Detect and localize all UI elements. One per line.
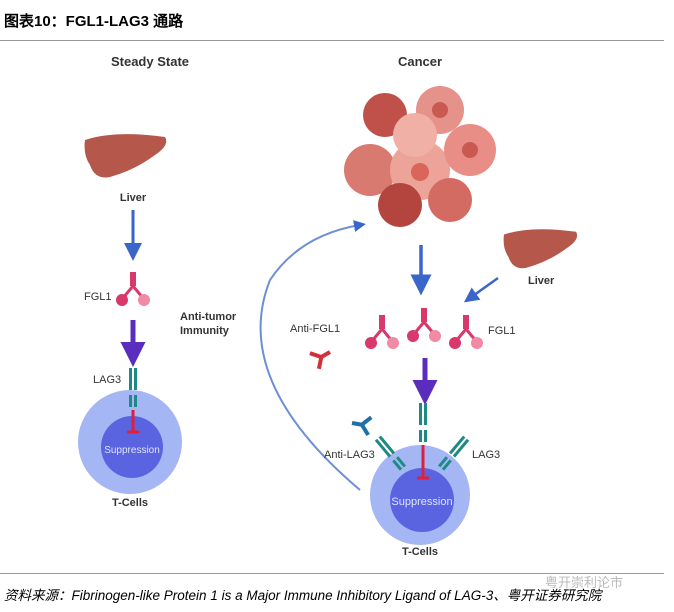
- fgl1-label: FGL1: [84, 291, 112, 303]
- lag3-icon: [419, 403, 427, 442]
- fgl1-icon: [405, 306, 443, 344]
- fgl1-icon: [114, 270, 152, 308]
- blue-arrow: [463, 276, 499, 303]
- t-cells-label: T-Cells: [402, 546, 438, 558]
- liver-label: Liver: [120, 192, 147, 204]
- anti-lag3-label: Anti-LAG3: [324, 449, 375, 461]
- anti-lag3-antibody-icon: [348, 412, 374, 437]
- liver-label: Liver: [528, 275, 555, 287]
- liver-icon: [503, 229, 578, 269]
- anti-tumor-curve-arrow: [259, 220, 366, 491]
- anti-fgl1-antibody-icon: [307, 342, 337, 371]
- fgl1-icon: [363, 313, 401, 351]
- fgl1-label: FGL1: [488, 325, 516, 337]
- t-cells-label: T-Cells: [112, 497, 148, 509]
- lag3-label: LAG3: [472, 449, 500, 461]
- top-divider: [0, 40, 664, 41]
- watermark: 粤开崇利论市: [545, 575, 624, 590]
- fgl1-icon: [447, 313, 485, 351]
- anti-fgl1-label: Anti-FGL1: [290, 323, 340, 335]
- figure-title: 图表10：FGL1-LAG3 通路: [4, 13, 184, 30]
- t-cell-nucleus: [390, 468, 454, 532]
- lag3-label: LAG3: [93, 374, 121, 386]
- t-cell-nucleus: [101, 416, 163, 478]
- tumor-icon: [344, 86, 496, 227]
- suppression-label: Suppression: [391, 496, 452, 508]
- steady-state-heading: Steady State: [111, 54, 189, 69]
- cancer-heading: Cancer: [398, 54, 442, 69]
- source-note: 资料来源：Fibrinogen-like Protein 1 is a Majo…: [4, 588, 602, 603]
- liver-icon: [84, 134, 167, 178]
- suppression-label: Suppression: [104, 445, 160, 456]
- bottom-divider: [0, 573, 664, 574]
